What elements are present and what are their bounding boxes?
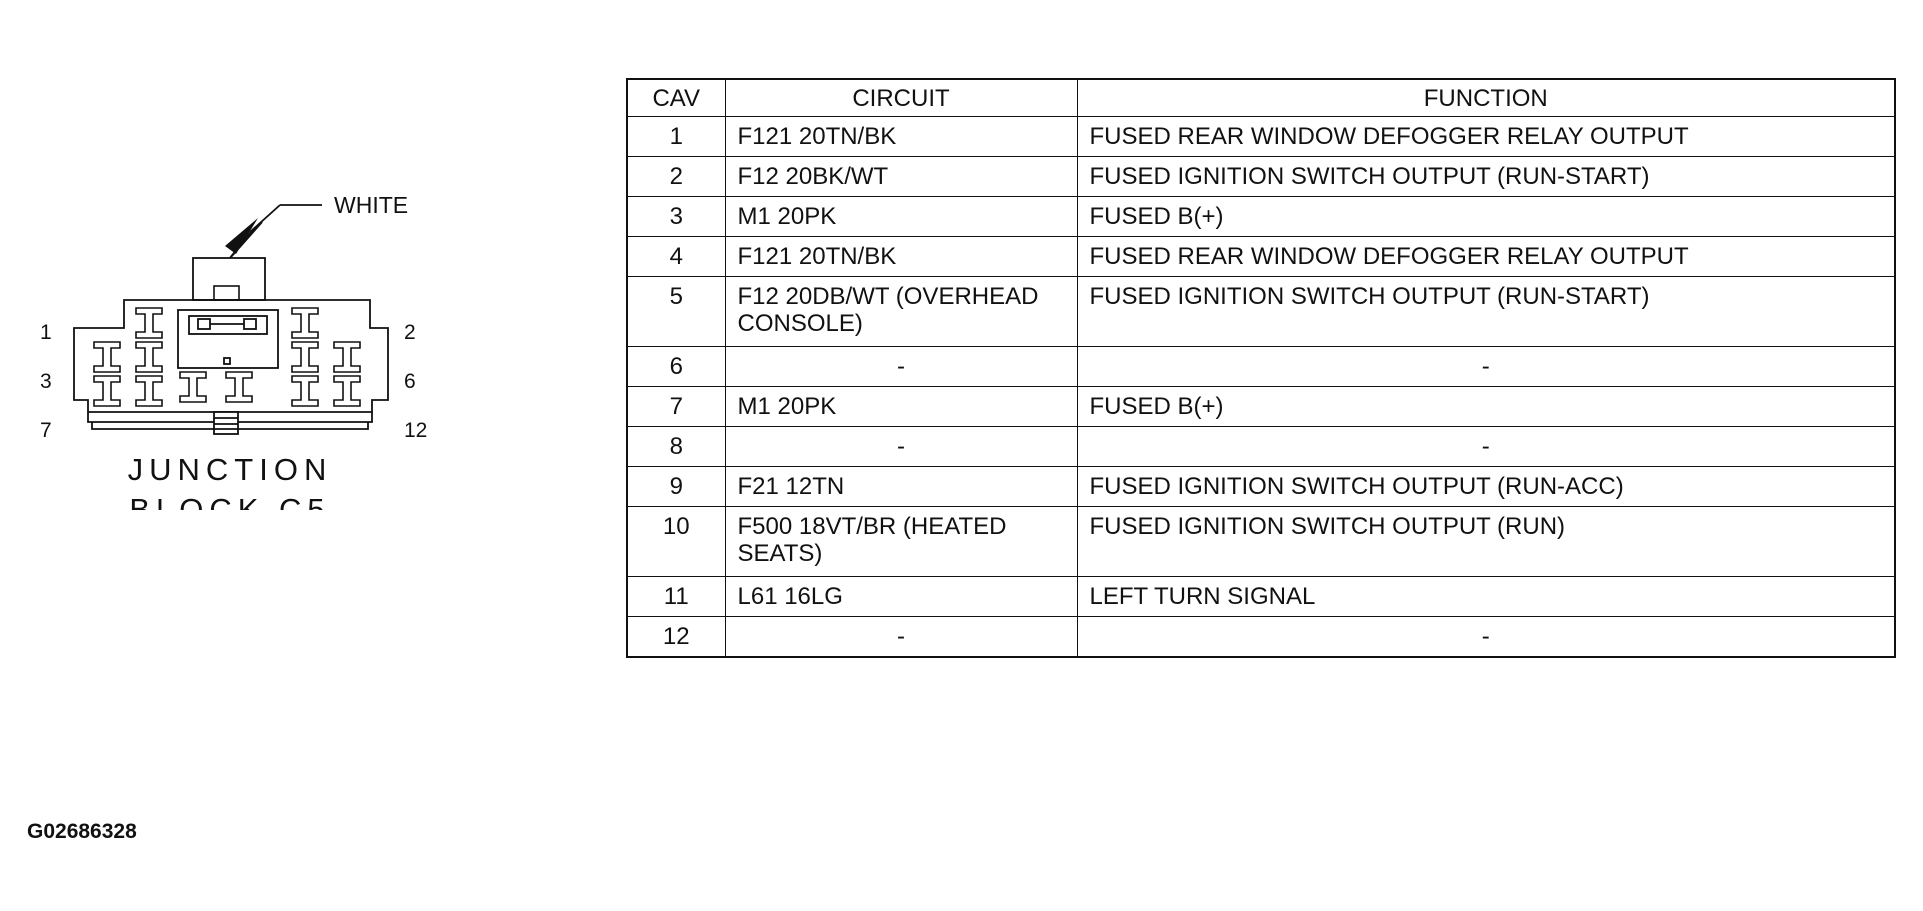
cav-cell: 2 — [626, 156, 726, 197]
circuit-cell: F500 18VT/BR (HEATED SEATS) — [724, 506, 1078, 577]
diagram-title-line1: JUNCTION — [128, 452, 333, 487]
table-row: 9 F21 12TN FUSED IGNITION SWITCH OUTPUT … — [626, 466, 1896, 507]
cav-cell: 3 — [626, 196, 726, 237]
pin-label-12: 12 — [404, 419, 427, 442]
table-row: 3 M1 20PK FUSED B(+) — [626, 196, 1896, 237]
pin-label-6: 6 — [404, 370, 416, 393]
circuit-cell: L61 16LG — [724, 576, 1078, 617]
table-row: 11 L61 16LG LEFT TURN SIGNAL — [626, 576, 1896, 617]
cav-cell: 1 — [626, 116, 726, 157]
table-header-row: CAV CIRCUIT FUNCTION — [626, 78, 1896, 117]
function-cell: LEFT TURN SIGNAL — [1076, 576, 1896, 617]
table-row: 7 M1 20PK FUSED B(+) — [626, 386, 1896, 427]
table-row: 2 F12 20BK/WT FUSED IGNITION SWITCH OUTP… — [626, 156, 1896, 197]
header-function: FUNCTION — [1076, 78, 1896, 117]
table-row: 4 F121 20TN/BK FUSED REAR WINDOW DEFOGGE… — [626, 236, 1896, 277]
circuit-cell: - — [724, 426, 1078, 467]
function-cell: FUSED B(+) — [1076, 196, 1896, 237]
connector-body — [73, 299, 389, 435]
circuit-cell: F121 20TN/BK — [724, 236, 1078, 277]
circuit-cell: - — [724, 346, 1078, 387]
cav-cell: 12 — [626, 616, 726, 658]
header-cav: CAV — [626, 78, 726, 117]
cav-cell: 4 — [626, 236, 726, 277]
pin-label-7: 7 — [40, 419, 52, 442]
circuit-cell: F12 20DB/WT (OVERHEAD CONSOLE) — [724, 276, 1078, 347]
table-row: 8 - - — [626, 426, 1896, 467]
function-cell: - — [1076, 616, 1896, 658]
function-cell: FUSED IGNITION SWITCH OUTPUT (RUN-START) — [1076, 156, 1896, 197]
circuit-cell: M1 20PK — [724, 196, 1078, 237]
pin-label-1: 1 — [40, 321, 52, 344]
function-cell: - — [1076, 426, 1896, 467]
function-cell: FUSED IGNITION SWITCH OUTPUT (RUN-ACC) — [1076, 466, 1896, 507]
function-cell: FUSED B(+) — [1076, 386, 1896, 427]
cav-cell: 8 — [626, 426, 726, 467]
cav-cell: 11 — [626, 576, 726, 617]
header-circuit: CIRCUIT — [724, 78, 1078, 117]
function-cell: - — [1076, 346, 1896, 387]
cav-cell: 10 — [626, 506, 726, 577]
wire-color-label: WHITE — [334, 192, 408, 218]
cavity-symbols — [93, 307, 361, 407]
connector-diagram: WHITE — [40, 192, 427, 510]
circuit-cell: F21 12TN — [724, 466, 1078, 507]
pin-label-3: 3 — [40, 370, 52, 393]
cav-cell: 6 — [626, 346, 726, 387]
table-row: 10 F500 18VT/BR (HEATED SEATS) FUSED IGN… — [626, 506, 1896, 577]
diagram-title-line2: BLOCK C5 — [129, 492, 330, 510]
pinout-table: CAV CIRCUIT FUNCTION 1 F121 20TN/BK FUSE… — [626, 78, 1896, 658]
circuit-cell: F12 20BK/WT — [724, 156, 1078, 197]
circuit-cell: F121 20TN/BK — [724, 116, 1078, 157]
connector-latch — [192, 257, 266, 301]
cav-cell: 5 — [626, 276, 726, 347]
table-row: 6 - - — [626, 346, 1896, 387]
circuit-cell: M1 20PK — [724, 386, 1078, 427]
function-cell: FUSED IGNITION SWITCH OUTPUT (RUN-START) — [1076, 276, 1896, 347]
function-cell: FUSED IGNITION SWITCH OUTPUT (RUN) — [1076, 506, 1896, 577]
wire-color-callout: WHITE — [225, 192, 408, 259]
table-row: 5 F12 20DB/WT (OVERHEAD CONSOLE) FUSED I… — [626, 276, 1896, 347]
table-row: 12 - - — [626, 616, 1896, 658]
pin-label-2: 2 — [404, 321, 416, 344]
circuit-cell: - — [724, 616, 1078, 658]
function-cell: FUSED REAR WINDOW DEFOGGER RELAY OUTPUT — [1076, 116, 1896, 157]
table-row: 1 F121 20TN/BK FUSED REAR WINDOW DEFOGGE… — [626, 116, 1896, 157]
cav-cell: 9 — [626, 466, 726, 507]
cav-cell: 7 — [626, 386, 726, 427]
image-id-label: G02686328 — [27, 820, 137, 843]
function-cell: FUSED REAR WINDOW DEFOGGER RELAY OUTPUT — [1076, 236, 1896, 277]
